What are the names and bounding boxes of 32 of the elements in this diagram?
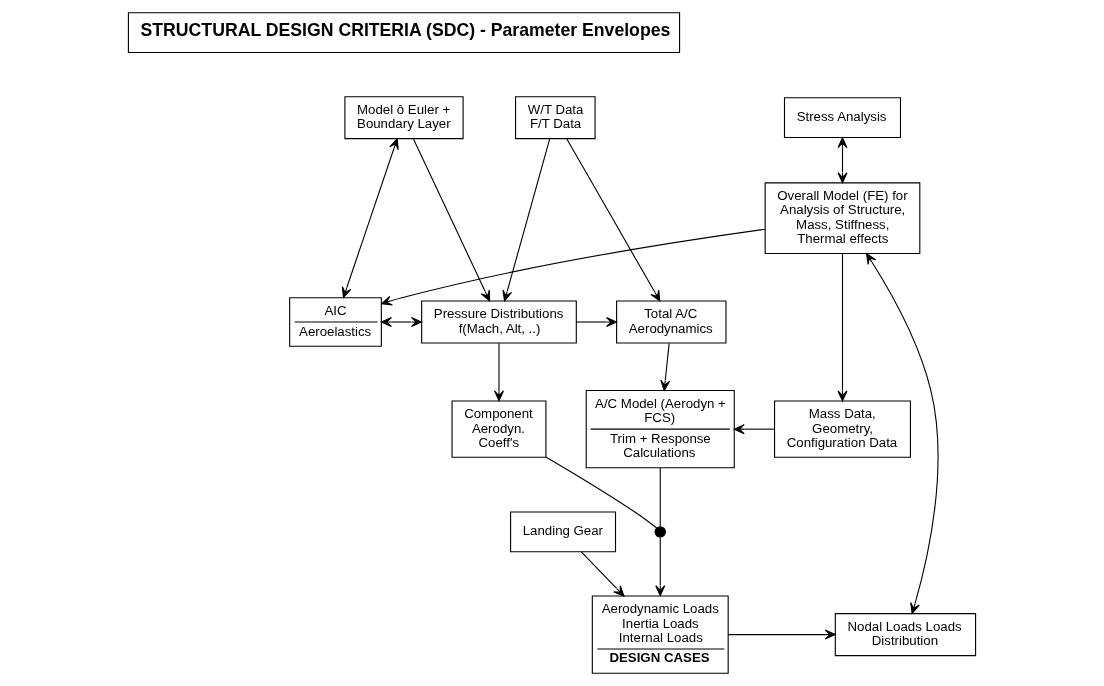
arrow [381, 228, 766, 306]
node-box: STRUCTURAL DESIGN CRITERIA (SDC) - Parameter Envelopes [127, 12, 681, 54]
connector [545, 456, 658, 529]
arrow [575, 317, 617, 328]
node-box: Overall Model (FE) for Analysis of Structure, Mass, Stiffness, Thermal effects [764, 182, 921, 255]
node-box: Model ô Euler + Boundary Layer [344, 96, 464, 140]
node-box: Nodal Loads Loads Distribution [834, 613, 977, 657]
arrow [341, 138, 399, 299]
node-box: Mass Data, Geometry, Configuration Data [774, 400, 911, 458]
node-box: Landing Gear [510, 511, 617, 553]
arrow [380, 317, 422, 328]
arrow [660, 342, 671, 391]
arrow [866, 253, 939, 614]
arrow [727, 629, 836, 640]
node-box: W/T Data F/T Data [515, 96, 596, 140]
node-box: Total A/C Aerodynamics [616, 300, 727, 344]
node-box: A/C Model (Aerodyn + FCS) Trim + Response Calculations [585, 389, 735, 469]
node-box: Aerodynamic Loads Inertia Loads Internal Loads DESIGN CASES [591, 595, 729, 674]
arrow [655, 536, 666, 597]
node-box: Pressure Distributions f(Mach, Alt, ..) [421, 300, 577, 344]
node-circle [654, 526, 666, 538]
node-box: Stress Analysis [783, 97, 901, 139]
arrow [502, 138, 551, 302]
arrow [837, 253, 848, 402]
arrow [733, 424, 775, 435]
node-box: Component Aerodyn. Coeff's [451, 400, 547, 458]
arrow [493, 342, 504, 402]
arrow [566, 138, 661, 302]
arrow [412, 138, 491, 302]
arrow [837, 137, 848, 184]
connector [659, 467, 661, 528]
arrow [580, 551, 625, 597]
